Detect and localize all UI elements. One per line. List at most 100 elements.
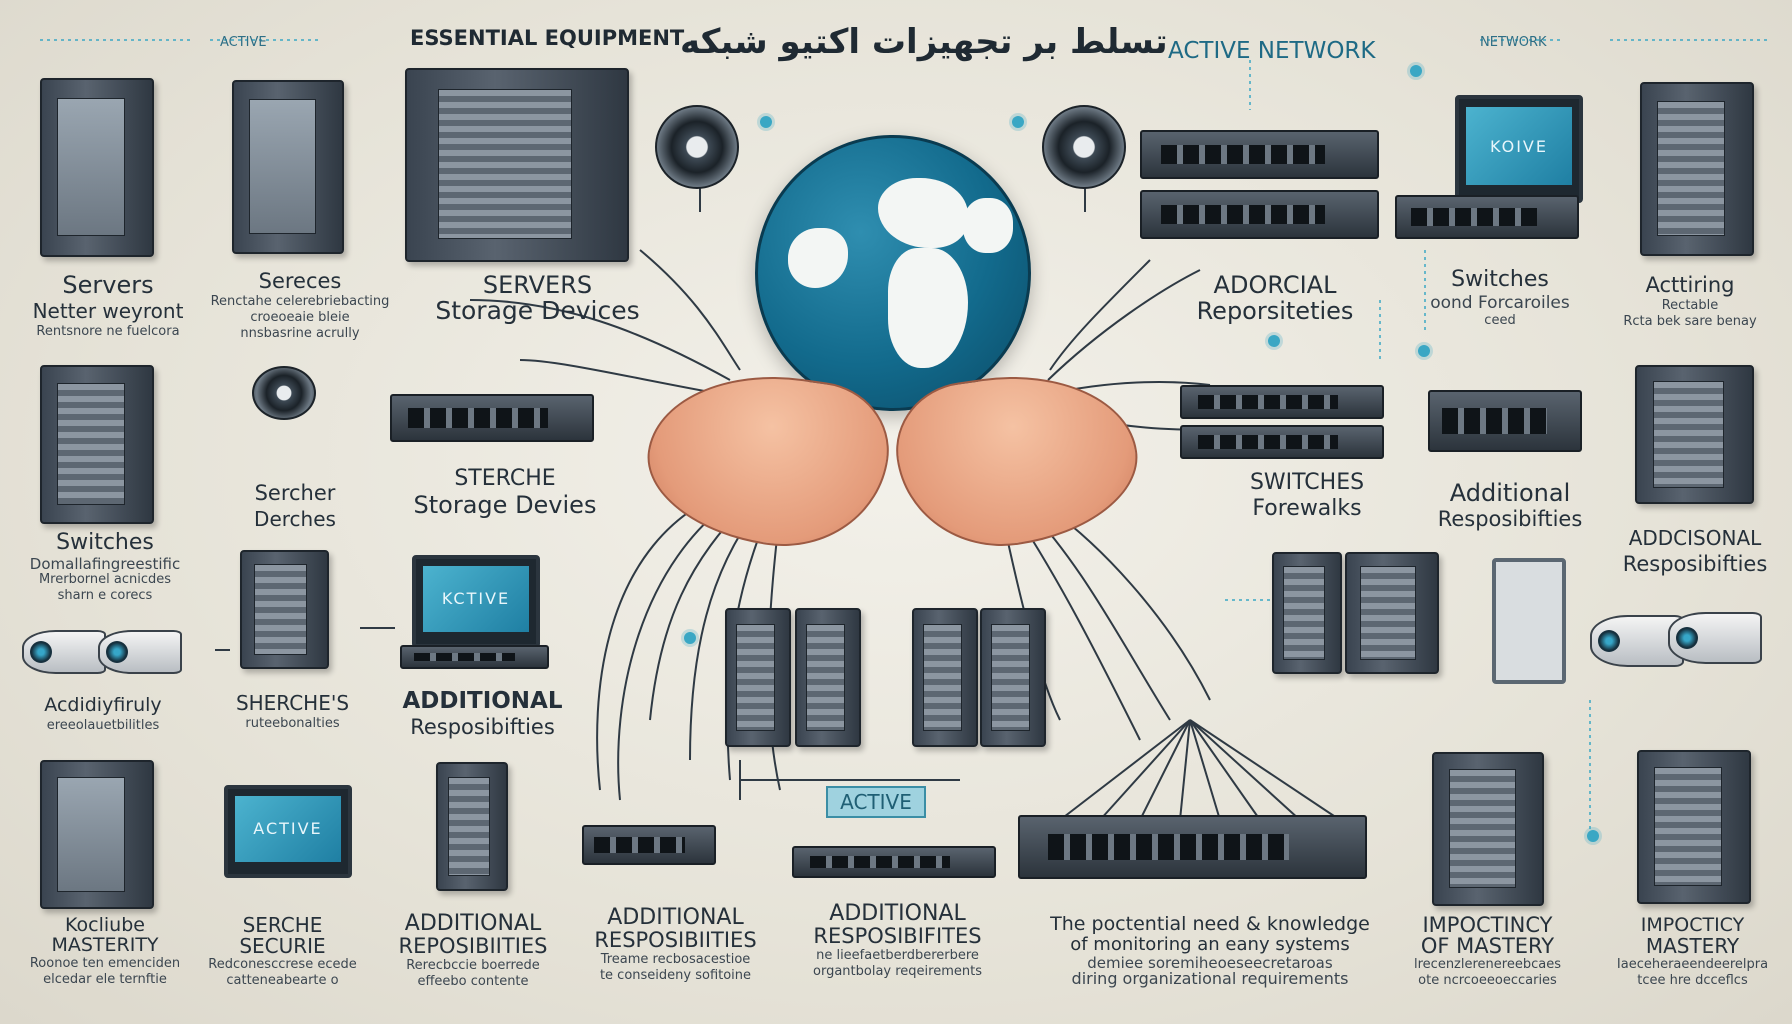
monitor-screen-text: ACTIVE xyxy=(235,795,341,863)
monitor-icon: ACTIVE xyxy=(224,785,352,878)
label-desc: Rectable xyxy=(1661,298,1719,313)
label-title: ADDITIONAL xyxy=(607,905,744,930)
label-desc: te conseideny sofitoine xyxy=(599,968,752,983)
server-rack-icon xyxy=(40,365,154,524)
label-title: Switches xyxy=(1451,267,1549,292)
label-title: STERCHE xyxy=(454,466,556,491)
header-right-small: NETWORK xyxy=(1480,35,1547,50)
persian-title: تسلط بر تجهیزات اکتیو شبکه xyxy=(680,22,1168,62)
label-title: Servers xyxy=(62,271,154,299)
label-potential-need: The poctential need & knowledge of monit… xyxy=(1040,914,1380,987)
security-camera-icon xyxy=(1668,612,1762,664)
label-sub: Reporsiteties xyxy=(1196,297,1354,325)
connection-node-icon xyxy=(1587,830,1599,842)
monitor-screen-text: KCTIVE xyxy=(423,565,529,633)
label-sub: Derches xyxy=(254,507,336,531)
label-sub: MASTERITY xyxy=(51,934,159,956)
patch-panel-icon xyxy=(582,825,716,865)
label-serche-securie: SERCHE SECURIE Redconesccrese ecede catt… xyxy=(200,915,365,989)
connection-node-icon xyxy=(1268,335,1280,347)
label-sherches: SHERCHE'S ruteebonalties xyxy=(200,690,385,732)
label-desc: lrecenzlerenereebcaes xyxy=(1414,957,1561,972)
label-title: SERCHE xyxy=(242,913,323,937)
label-additional-mid: Additional Resposibifties xyxy=(1425,480,1595,532)
laptop-icon: KOIVE xyxy=(1455,95,1583,203)
storage-unit-icon xyxy=(1272,552,1342,674)
header-left-title: ESSENTIAL EQUIPMENT xyxy=(410,26,685,50)
connection-node-icon xyxy=(1418,345,1430,357)
label-desc: Rerecbccie boerrede xyxy=(406,958,540,973)
label-title: ADDITIONAL xyxy=(402,688,563,714)
storage-unit-icon xyxy=(1345,552,1439,674)
server-tower-icon xyxy=(795,608,861,747)
label-desc: Mrerbornel acnicdes xyxy=(38,572,172,587)
laptop-screen-text: KOIVE xyxy=(1466,107,1572,185)
label-sterche-storage: STERCHE Storage Devies xyxy=(400,466,610,518)
label-desc: Treame recbosacestioe xyxy=(600,952,751,967)
label-desc: ceed xyxy=(1484,313,1516,328)
active-badge: ACTIVE xyxy=(826,786,926,818)
label-title: Sereces xyxy=(258,269,342,293)
label-switches-firewalls: Switches oond Forcaroiles ceed xyxy=(1395,267,1605,329)
connection-node-icon xyxy=(1410,65,1422,77)
server-tower-icon xyxy=(980,608,1046,747)
label-servers: Servers Netter weyront Rentsnore ne fuel… xyxy=(18,272,198,340)
header-right-title: ACTIVE NETWORK xyxy=(1168,38,1376,64)
label-desc: Rcta bek sare benay xyxy=(1623,314,1757,329)
desktop-tower-icon xyxy=(240,550,329,669)
label-sereces: Sereces Renctahe celerebriebacting croeo… xyxy=(200,268,400,342)
label-desc: Renctahe celerebriebacting xyxy=(210,294,390,309)
label-desc: oond Forcaroiles xyxy=(1430,293,1570,313)
label-desc: demiee soremiheoeseecretaroas xyxy=(1087,954,1333,972)
label-title: SERVERS xyxy=(482,271,593,299)
label-title: Kocliube xyxy=(65,914,145,936)
label-sub: RESPOSIBIFITES xyxy=(813,924,982,948)
network-switch-icon xyxy=(1180,425,1384,459)
label-additional-bottom-1: ADDITIONAL REPOSIBIITIES Rerecbccie boer… xyxy=(378,912,568,990)
label-kocliube: Kocliube MASTERITY Roonoe ten emenciden … xyxy=(10,915,200,988)
label-desc: diring organizational requirements xyxy=(1071,969,1349,988)
label-desc: croeoeaie bleie xyxy=(250,310,350,325)
label-sub: Resposibifties xyxy=(410,715,555,739)
label-title: ADORCIAL xyxy=(1213,271,1337,299)
label-title: ADDITIONAL xyxy=(404,911,542,936)
security-camera-icon xyxy=(22,630,106,674)
label-desc: Roonoe ten emenciden xyxy=(29,956,181,971)
label-desc: nnsbasrine acrully xyxy=(240,326,360,341)
label-addcisonal: ADDCISONAL Resposibifties xyxy=(1605,525,1785,577)
network-switch-icon xyxy=(390,394,594,442)
world-globe-icon xyxy=(755,135,1031,411)
label-sub: Storage Devices xyxy=(435,296,640,325)
monitor-icon: KCTIVE xyxy=(412,555,540,648)
label-additional-left: ADDITIONAL Resposibifties xyxy=(385,688,580,740)
label-desc: sharn e corecs xyxy=(57,588,153,603)
server-cabinet-icon xyxy=(40,78,154,257)
label-servers-storage: SERVERS Storage Devices xyxy=(420,272,655,324)
label-title: Sercher xyxy=(254,481,336,505)
antenna-dish-icon xyxy=(252,366,316,420)
label-title: Acttiring xyxy=(1645,273,1735,297)
server-rack-icon xyxy=(1637,750,1751,904)
label-sub: Forewalks xyxy=(1252,496,1362,521)
label-acttiring: Acttiring Rectable Rcta bek sare benay xyxy=(1600,272,1780,330)
storage-array-icon xyxy=(405,68,629,262)
core-switch-icon xyxy=(1018,815,1367,879)
server-rack-icon xyxy=(1432,752,1544,906)
label-sub: of monitoring an eany systems xyxy=(1070,934,1350,955)
label-desc: tcee hre dcceflcs xyxy=(1637,973,1748,988)
label-sub: SECURIE xyxy=(239,934,326,958)
server-tower-icon xyxy=(912,608,978,747)
wireless-router-icon xyxy=(1428,390,1582,452)
label-additional-bottom-3: ADDITIONAL RESPOSIBIFITES ne lieefaetber… xyxy=(785,902,1010,980)
label-desc: ne lieefaetberdbererbere xyxy=(816,948,979,963)
label-adorcial: ADORCIAL Reporsiteties xyxy=(1180,272,1370,324)
label-desc: Domallafingreestific xyxy=(29,555,181,573)
label-title: IMPOCTICY xyxy=(1640,914,1745,936)
server-cabinet-icon xyxy=(40,760,154,909)
label-title: Switches xyxy=(56,530,154,555)
server-rack-icon xyxy=(1635,365,1754,504)
label-sub: Storage Devies xyxy=(413,491,597,519)
label-desc: Iaeceheraeendeerelpra xyxy=(1616,957,1769,972)
laptop-keyboard-icon xyxy=(1395,195,1579,239)
